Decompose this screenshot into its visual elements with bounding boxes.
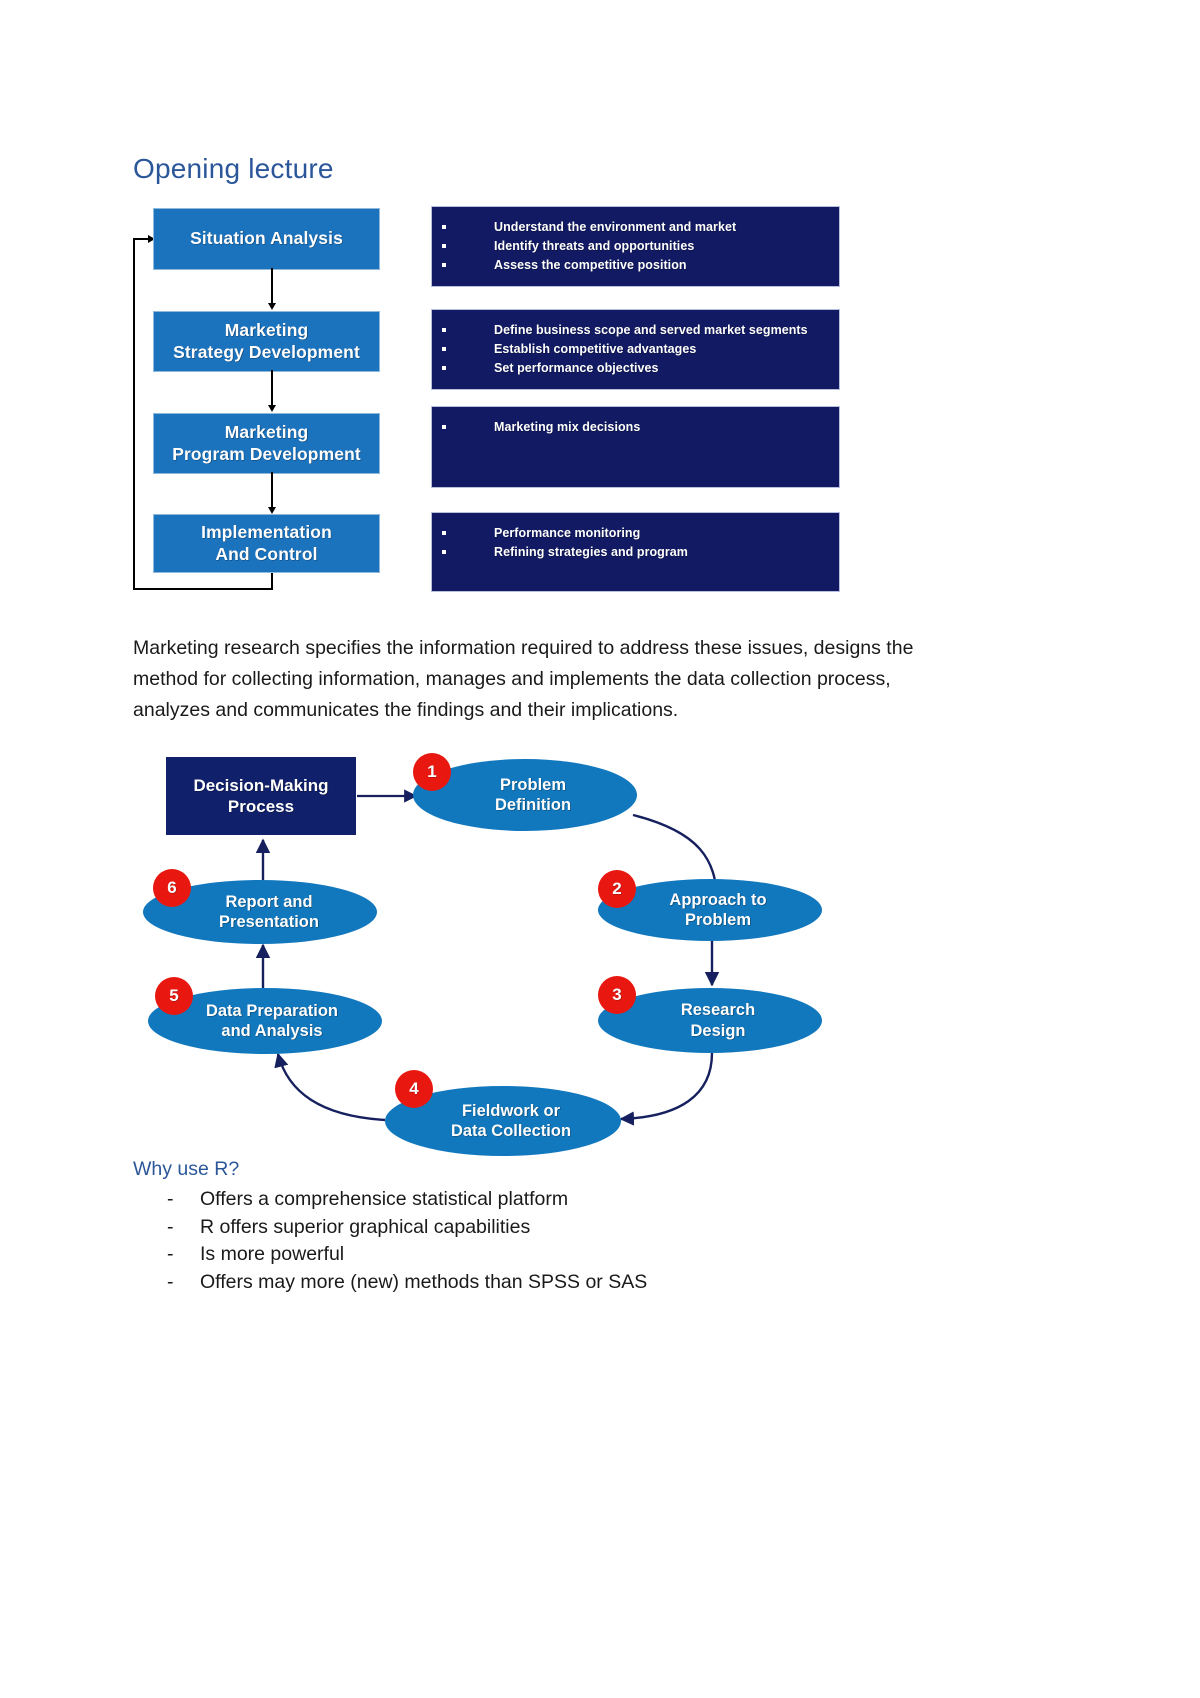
- list-item: Offers may more (new) methods than SPSS …: [133, 1269, 933, 1297]
- decision-box-line1: Decision-Making: [193, 775, 329, 795]
- node-label-line1: Report and: [225, 892, 313, 911]
- decision-making-process-box: Decision-Making Process: [166, 757, 356, 835]
- node-label-line1: Research: [680, 1001, 756, 1020]
- connector-1-2: [271, 268, 273, 306]
- node-label-line2: Data Collection: [450, 1122, 572, 1140]
- list-item: Is more powerful: [133, 1241, 933, 1269]
- process-box-label: Strategy Development: [173, 341, 360, 362]
- detail-bullet: Define business scope and served market …: [432, 321, 839, 340]
- marketing-research-paragraph: Marketing research specifies the informa…: [133, 637, 914, 721]
- step-badge-1: 1: [413, 753, 451, 791]
- node-label-line1: Problem: [499, 775, 567, 794]
- node-label-line2: Problem: [684, 911, 752, 929]
- process-box-implementation-and-control: Implementation And Control: [153, 514, 380, 573]
- list-item: R offers superior graphical capabilities: [133, 1214, 933, 1242]
- decision-box-line2: Process: [227, 797, 295, 816]
- feedback-loop-riser: [271, 567, 273, 590]
- node-problem-definition: Problem Definition: [413, 759, 637, 831]
- detail-box-marketing-strategy-development: Define business scope and served market …: [431, 309, 840, 390]
- connector-3-4: [271, 472, 273, 510]
- step-badge-2: 2: [598, 870, 636, 908]
- process-box-label: And Control: [215, 543, 318, 564]
- detail-box-implementation-and-control: Performance monitoring Refining strategi…: [431, 512, 840, 592]
- node-label-line1: Data Preparation: [205, 1001, 339, 1020]
- process-box-label: Program Development: [172, 443, 361, 464]
- process-box-label: Situation Analysis: [190, 228, 343, 249]
- node-label-line1: Fieldwork or: [461, 1101, 561, 1120]
- process-box-label: Marketing: [224, 422, 309, 443]
- detail-box-marketing-program-development: Marketing mix decisions: [431, 406, 840, 488]
- node-label-line1: Approach to: [669, 890, 767, 909]
- why-use-r-list: Offers a comprehensice statistical platf…: [133, 1186, 933, 1297]
- process-box-marketing-strategy-development: Marketing Strategy Development: [153, 311, 380, 372]
- detail-bullet: Understand the environment and market: [432, 218, 839, 237]
- process-box-situation-analysis: Situation Analysis: [153, 208, 380, 270]
- step-badge-4: 4: [395, 1070, 433, 1108]
- connector-2-3-arrowhead: [267, 405, 276, 412]
- feedback-loop-vertical: [133, 238, 135, 590]
- why-use-r-heading: Why use R?: [133, 1158, 240, 1180]
- list-item: Offers a comprehensice statistical platf…: [133, 1186, 933, 1214]
- page-title: Opening lecture: [133, 153, 334, 184]
- node-data-preparation-analysis: Data Preparation and Analysis: [148, 988, 382, 1054]
- connector-2-3: [271, 370, 273, 408]
- connector-3-4-arrowhead: [267, 507, 276, 514]
- node-label-line2: Definition: [494, 796, 572, 814]
- step-badge-3: 3: [598, 976, 636, 1014]
- marketing-planning-process-diagram: Situation Analysis Understand the enviro…: [0, 0, 1200, 620]
- step-badge-6: 6: [153, 869, 191, 907]
- detail-bullet: Marketing mix decisions: [432, 418, 839, 437]
- detail-box-situation-analysis: Understand the environment and market Id…: [431, 206, 840, 287]
- step-badge-5: 5: [155, 977, 193, 1015]
- connector-1-2-arrowhead: [267, 303, 276, 310]
- node-label-line2: Presentation: [219, 913, 319, 931]
- detail-bullet: Assess the competitive position: [432, 256, 839, 275]
- process-box-label: Marketing: [224, 320, 309, 341]
- process-box-label: Implementation: [201, 522, 332, 543]
- feedback-loop-bottom: [133, 588, 273, 590]
- detail-bullet: Refining strategies and program: [432, 543, 839, 562]
- detail-bullet: Establish competitive advantages: [432, 340, 839, 359]
- process-box-marketing-program-development: Marketing Program Development: [153, 413, 380, 474]
- detail-bullet: Identify threats and opportunities: [432, 237, 839, 256]
- feedback-loop-arrowhead: [148, 234, 155, 243]
- feedback-loop-top: [133, 238, 153, 240]
- detail-bullet: Set performance objectives: [432, 359, 839, 378]
- node-label-line2: Design: [690, 1021, 746, 1040]
- node-label-line2: and Analysis: [221, 1022, 323, 1040]
- detail-bullet: Performance monitoring: [432, 524, 839, 543]
